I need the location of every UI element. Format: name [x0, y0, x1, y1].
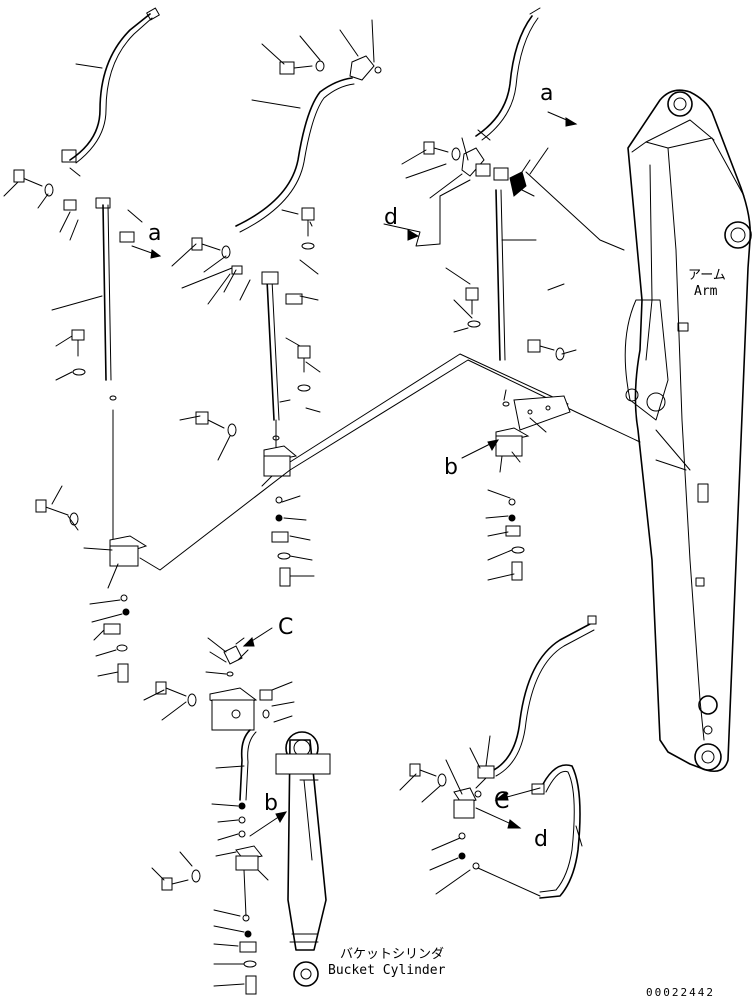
arm-side-edge — [667, 137, 745, 197]
arm-web-line — [645, 164, 653, 361]
tube-vertical-center — [266, 279, 275, 421]
right-piping-group: a d b — [383, 7, 625, 581]
bucket-cylinder-label-jp: バケットシリンダ — [340, 947, 444, 962]
mounting-plate — [513, 395, 571, 431]
tube-vertical-left — [102, 204, 107, 381]
callout-c-low: C — [494, 789, 509, 814]
arm-cylinder-bracket — [624, 299, 669, 421]
washer — [44, 183, 54, 197]
center-piping-group — [171, 19, 382, 587]
hose-top-center — [235, 77, 353, 227]
callout-d-top: d — [384, 205, 398, 230]
arm-end-pin-boss — [694, 743, 722, 771]
hose-lower-u — [539, 764, 581, 899]
left-piping-group: a — [3, 7, 161, 683]
hose-lower-upper — [489, 623, 591, 773]
leader-lines — [3, 181, 143, 241]
tube-vertical-right — [495, 189, 501, 361]
callout-d-low: d — [534, 827, 548, 852]
clamp — [63, 199, 77, 211]
arm-label-en: Arm — [694, 284, 718, 299]
arm-outline — [627, 89, 752, 773]
arm-label-jp: アーム — [688, 268, 726, 283]
arm-top-pin-boss — [667, 91, 693, 117]
drawing-number: 00022442 — [646, 986, 715, 999]
arm-top-edge — [645, 119, 715, 143]
arm-assembly: アーム Arm — [624, 89, 752, 773]
arm-flange-line — [631, 141, 705, 741]
callout-a-left: a — [148, 221, 161, 246]
connection-line — [139, 359, 641, 571]
bucket-cylinder-group: C b — [143, 615, 446, 995]
hose-top-left — [69, 13, 151, 161]
bucket-cylinder-body — [287, 739, 327, 951]
bracket-top — [349, 55, 375, 81]
clamp — [119, 231, 135, 243]
callout-c-mid: C — [278, 615, 293, 640]
cylinder-bracket — [275, 753, 331, 775]
arm-pin-boss — [724, 221, 752, 249]
hose-short — [239, 729, 251, 801]
hose-top-right — [475, 15, 533, 137]
arm-clip-plate — [697, 483, 709, 503]
arm-lower-boss — [698, 695, 718, 715]
hose-fitting — [61, 149, 77, 163]
cylinder-bottom-eye — [293, 961, 319, 987]
callout-a-top: a — [540, 81, 553, 106]
callout-b-low: b — [264, 791, 278, 816]
clip-right — [509, 171, 527, 197]
bucket-cylinder-label-en: Bucket Cylinder — [328, 963, 446, 978]
lower-right-hoses: d C — [399, 615, 597, 899]
callout-b-mid: b — [444, 455, 458, 480]
